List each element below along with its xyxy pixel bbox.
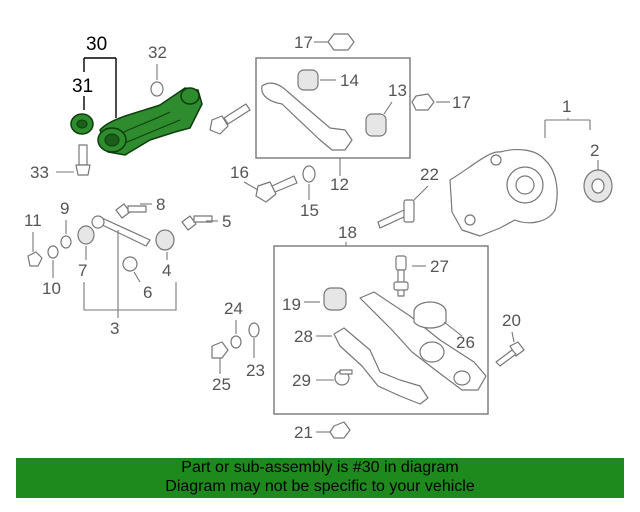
part-24-washer[interactable] [230, 335, 242, 349]
part-25-nut[interactable] [211, 341, 229, 359]
callout-30: 30 [86, 34, 107, 55]
part-17-nut-right[interactable] [411, 93, 435, 111]
callout-7: 7 [78, 261, 87, 280]
callout-4: 4 [162, 261, 171, 280]
leader-3 [83, 230, 177, 318]
callout-26: 26 [456, 333, 475, 352]
banner-line-1: Part or sub-assembly is #30 in diagram [181, 459, 459, 476]
part-2-hub-bearing[interactable] [583, 169, 613, 203]
leader-20 [511, 331, 515, 343]
callout-3: 3 [110, 319, 119, 338]
part-21-nut[interactable] [329, 421, 351, 439]
part-18-lower-arm[interactable] [359, 291, 487, 391]
callout-8: 8 [156, 195, 165, 214]
part-10-washer[interactable] [47, 245, 59, 259]
sub-assembly-box-12 [255, 57, 411, 159]
leader-13 [383, 101, 393, 115]
parts-diagram: 30 31 32 33 14 13 12 17 17 [24, 33, 613, 442]
part-16-bolt-upper[interactable] [209, 103, 251, 135]
part-17-nut-top[interactable] [327, 33, 355, 51]
callout-11: 11 [24, 211, 42, 230]
part-19-bushing[interactable] [323, 287, 347, 311]
part-33-bolt[interactable] [75, 144, 91, 176]
callout-33: 33 [30, 163, 49, 182]
part-6-nut[interactable] [122, 256, 138, 272]
part-5-bolt[interactable] [181, 215, 213, 231]
callout-5: 5 [222, 212, 231, 231]
part-12-upper-arm[interactable] [261, 82, 353, 151]
part-7-bushing[interactable] [77, 225, 95, 245]
callout-22: 22 [420, 165, 439, 184]
banner-line-2: Diagram may not be specific to your vehi… [165, 478, 475, 495]
part-16-bolt-lower[interactable] [255, 175, 298, 203]
callout-6: 6 [143, 283, 152, 302]
part-11-nut[interactable] [27, 251, 43, 267]
callout-29: 29 [292, 371, 311, 390]
part-31-bushing[interactable] [70, 113, 94, 135]
part-26-spring-seat[interactable] [413, 301, 447, 329]
part-23-washer[interactable] [248, 322, 260, 338]
part-27-stabilizer-link[interactable] [393, 255, 409, 297]
callout-23: 23 [246, 361, 265, 380]
callout-14: 14 [340, 71, 359, 90]
callout-10: 10 [42, 279, 61, 298]
part-8-bolt[interactable] [115, 203, 147, 219]
part-14-bushing[interactable] [297, 69, 319, 91]
leader-26 [443, 321, 463, 337]
sub-assembly-box-18 [273, 245, 489, 415]
part-1-knuckle[interactable] [449, 149, 558, 237]
callout-9: 9 [60, 199, 69, 218]
part-29-bolt[interactable] [334, 369, 353, 386]
callout-15: 15 [300, 201, 319, 220]
leader-22 [413, 185, 429, 201]
callout-16: 16 [230, 163, 249, 182]
callout-1: 1 [562, 97, 571, 116]
part-15-washer[interactable] [302, 165, 316, 183]
callout-24: 24 [224, 299, 243, 318]
info-banner: Part or sub-assembly is #30 in diagram D… [16, 458, 624, 498]
callout-17-top: 17 [294, 33, 313, 52]
part-3-lateral-link[interactable] [91, 215, 151, 247]
part-28-bracket[interactable] [333, 327, 429, 405]
callout-17-right: 17 [452, 93, 471, 112]
callout-25: 25 [212, 375, 231, 394]
part-22-bolt[interactable] [377, 199, 415, 229]
callout-2: 2 [590, 141, 599, 160]
callout-28: 28 [294, 327, 313, 346]
leader-16 [243, 181, 259, 191]
part-20-bolt[interactable] [495, 341, 525, 367]
part-30-lower-control-arm[interactable] [97, 87, 203, 156]
callout-27: 27 [430, 257, 449, 276]
part-4-bushing[interactable] [155, 229, 175, 251]
part-32-nut[interactable] [150, 81, 164, 97]
leader-6 [133, 271, 141, 283]
leader-30 [83, 57, 117, 118]
callout-12: 12 [330, 175, 349, 194]
callout-20: 20 [502, 311, 521, 330]
callout-31: 31 [72, 76, 93, 97]
callout-13: 13 [388, 81, 407, 100]
callout-18: 18 [338, 223, 357, 242]
part-9-washer[interactable] [60, 235, 72, 249]
leader-1 [544, 118, 591, 138]
callout-32: 32 [148, 43, 167, 62]
part-13-bushing[interactable] [365, 113, 387, 137]
callout-21: 21 [294, 423, 313, 442]
callout-19: 19 [282, 295, 301, 314]
